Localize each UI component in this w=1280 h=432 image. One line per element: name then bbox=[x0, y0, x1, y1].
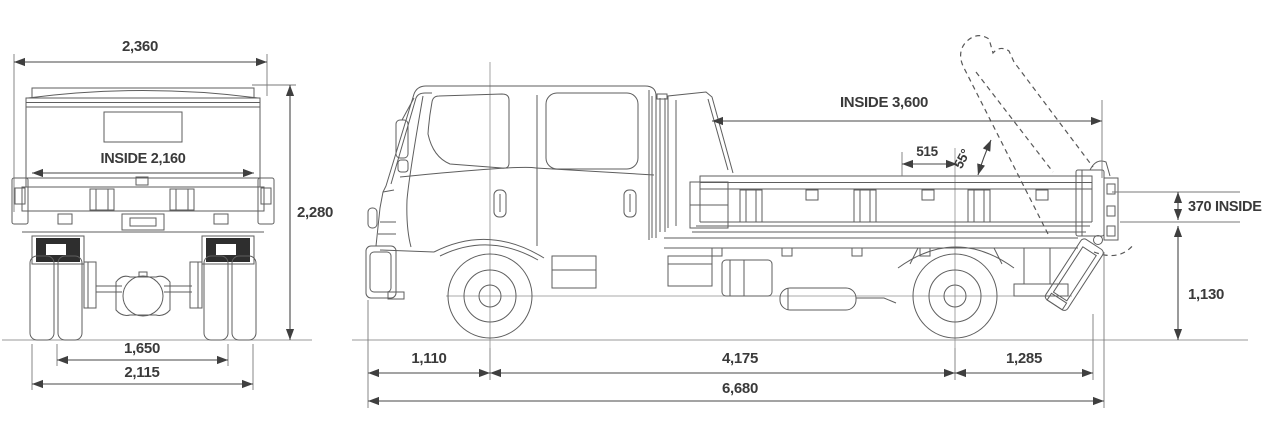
side-view-drawing bbox=[352, 35, 1248, 348]
stake-pocket bbox=[853, 189, 877, 223]
dim-label: 2,280 bbox=[297, 204, 333, 221]
rear-underrun-bar bbox=[1013, 283, 1069, 297]
cab-outline bbox=[375, 85, 657, 247]
dim-label: 1,650 bbox=[124, 340, 160, 357]
battery-box bbox=[667, 255, 713, 287]
rear-mudguard bbox=[897, 246, 1015, 269]
dim-label: 55° bbox=[951, 147, 973, 171]
dim-side-front-overhang: 1,110 bbox=[367, 300, 491, 408]
rear-wheel bbox=[912, 253, 998, 339]
dim-label: 1,130 bbox=[1188, 286, 1224, 303]
front-door-edge bbox=[406, 95, 424, 248]
front-door-handle bbox=[493, 189, 507, 218]
tailgate-open bbox=[1044, 238, 1104, 311]
front-marker-lamp bbox=[367, 207, 378, 229]
right-spring bbox=[189, 261, 203, 309]
axle-housing bbox=[115, 275, 171, 316]
dim-side-tip-angle: 55° bbox=[951, 139, 992, 176]
dim-label: INSIDE 3,600 bbox=[840, 94, 928, 111]
dim-side-inside-height: 370 INSIDE bbox=[1112, 191, 1262, 223]
windshield bbox=[390, 92, 432, 185]
dim-label: 2,115 bbox=[124, 364, 159, 381]
dim-rear-track: 1,650 bbox=[56, 340, 229, 366]
rear-door-handle bbox=[623, 189, 637, 218]
rear-tire bbox=[203, 255, 229, 341]
exhaust-pipe bbox=[856, 297, 897, 304]
tipped-body-outline bbox=[960, 35, 1094, 235]
differential bbox=[122, 275, 164, 317]
tailgate-latch-column bbox=[1103, 177, 1119, 241]
hatched-panel bbox=[103, 111, 183, 143]
dim-label: 1,285 bbox=[1006, 350, 1042, 367]
cab-step-box bbox=[551, 255, 597, 289]
dim-side-pivot-offset: 515 bbox=[901, 144, 957, 176]
dim-side-rear-overhang: 1,285 bbox=[955, 314, 1094, 380]
left-spring bbox=[83, 261, 97, 309]
dim-label: 4,175 bbox=[722, 350, 758, 367]
fuel-tank bbox=[721, 259, 773, 297]
dim-label: 370 INSIDE bbox=[1188, 199, 1262, 215]
dim-rear-overall-height: 2,280 bbox=[252, 84, 333, 340]
dim-label: 2,360 bbox=[122, 38, 158, 55]
front-wheel bbox=[447, 253, 533, 339]
muffler bbox=[779, 287, 857, 311]
left-side-hook bbox=[11, 177, 29, 225]
mirror-arm bbox=[401, 97, 415, 121]
rear-tire bbox=[29, 255, 55, 341]
dim-side-overall-length: 6,680 bbox=[368, 252, 1105, 408]
headboard-top-arc bbox=[27, 90, 259, 99]
right-side-hook bbox=[257, 177, 275, 225]
dim-label: 515 bbox=[916, 144, 938, 159]
mirror bbox=[395, 119, 409, 159]
dim-rear-inside-width: INSIDE 2,160 bbox=[32, 151, 254, 178]
stake-pocket bbox=[739, 189, 763, 223]
dim-label: 1,110 bbox=[411, 350, 446, 367]
dim-rear-overall-width-over-tyres: 2,115 bbox=[31, 344, 254, 390]
tailgate-pivot bbox=[1093, 235, 1103, 245]
dim-side-wheelbase: 4,175 bbox=[490, 348, 956, 380]
tailgate-top-hinge bbox=[1089, 160, 1111, 177]
stake-pocket bbox=[967, 189, 991, 223]
dim-side-inside-length: INSIDE 3,600 bbox=[712, 94, 1103, 178]
spot-mirror bbox=[397, 159, 409, 173]
rear-tire bbox=[57, 255, 83, 341]
front-bumper bbox=[365, 245, 397, 299]
tipped-body-inner-edge bbox=[975, 71, 1054, 173]
center-crossmember bbox=[121, 213, 165, 231]
rear-door-window bbox=[545, 92, 639, 170]
front-wheel-arch bbox=[433, 238, 545, 259]
dim-side-deck-height: 1,130 bbox=[1173, 226, 1224, 340]
dimensions: 2,360 INSIDE 2,160 2,280 1,650 2,115 I bbox=[13, 38, 1262, 408]
rear-tire bbox=[231, 255, 257, 341]
dim-rear-overall-width: 2,360 bbox=[13, 38, 268, 212]
tailgate-swing-arc bbox=[1093, 243, 1135, 257]
front-door-window bbox=[427, 93, 510, 169]
dim-label: INSIDE 2,160 bbox=[100, 151, 185, 167]
rear-view-drawing bbox=[2, 87, 312, 341]
subframe bbox=[21, 186, 265, 212]
lower-rail bbox=[25, 177, 261, 188]
dim-label: 6,680 bbox=[722, 380, 758, 397]
corrugated-strip bbox=[31, 87, 255, 99]
